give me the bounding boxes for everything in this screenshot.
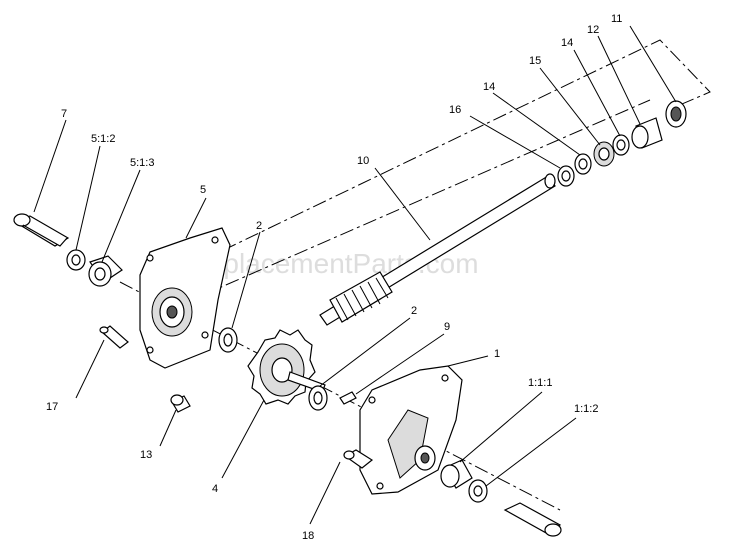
bolt-part-17 <box>99 325 129 349</box>
pin-part-7 <box>13 213 70 247</box>
bearing-part-11 <box>665 100 687 128</box>
callout-5-1-3: 5:1:3 <box>130 157 154 169</box>
washer-part-2-lower <box>308 385 328 411</box>
washer-part-14-outer <box>612 134 630 156</box>
washer-part-16 <box>557 165 575 187</box>
bushing-part-13 <box>170 394 191 413</box>
bearing-part-15 <box>593 141 615 167</box>
washer-part-2-upper <box>218 327 238 353</box>
housing-part-5 <box>139 227 231 369</box>
callout-18: 18 <box>302 530 314 542</box>
callout-10: 10 <box>357 155 369 167</box>
callout-4: 4 <box>212 483 218 495</box>
plug-part-18 <box>343 449 374 469</box>
callout-1: 1 <box>494 348 500 360</box>
sleeve-part-12 <box>631 117 663 149</box>
washer-part-5-1-2 <box>66 249 86 271</box>
output-pin <box>503 502 562 537</box>
callout-5-1-2: 5:1:2 <box>91 133 115 145</box>
callout-17: 17 <box>46 401 58 413</box>
callout-12: 12 <box>587 24 599 36</box>
washer-part-14-inner <box>574 153 592 175</box>
callout-13: 13 <box>140 449 152 461</box>
callout-9: 9 <box>444 321 450 333</box>
callout-16: 16 <box>449 104 461 116</box>
callout-labels: 7 5:1:2 5:1:3 5 2 10 16 14 15 14 12 11 2… <box>46 13 622 542</box>
callout-11: 11 <box>611 13 622 25</box>
leader-lines <box>33 25 677 525</box>
key-part-9 <box>339 391 357 405</box>
callout-2-upper: 2 <box>256 220 262 232</box>
housing-part-1 <box>359 365 463 495</box>
bearing-part-5-1-3 <box>88 255 123 287</box>
callout-2-lower: 2 <box>411 305 417 317</box>
washer-part-1-1-2 <box>468 479 488 503</box>
callout-14-inner: 14 <box>483 81 495 93</box>
callout-7: 7 <box>61 108 67 120</box>
callout-15: 15 <box>529 55 541 67</box>
callout-1-1-1: 1:1:1 <box>528 377 552 389</box>
bearing-part-1-1-1 <box>440 459 473 489</box>
callout-5: 5 <box>200 184 206 196</box>
callout-14-outer: 14 <box>561 37 573 49</box>
callout-1-1-2: 1:1:2 <box>574 403 598 415</box>
worm-shaft-part-10 <box>319 173 556 326</box>
